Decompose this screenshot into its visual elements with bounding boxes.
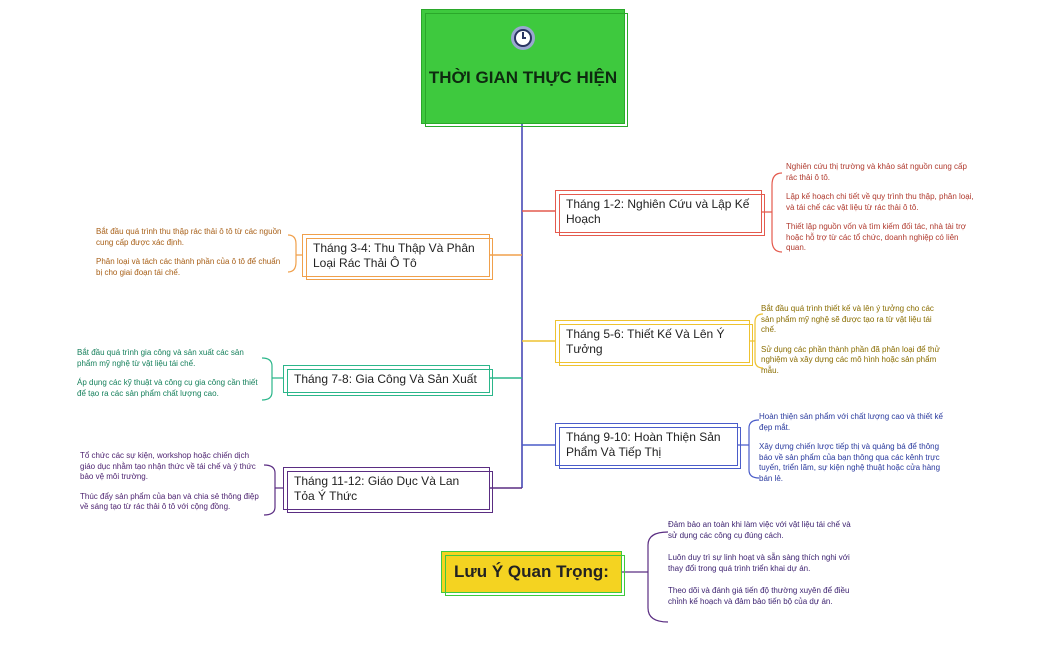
bracket-phase-6 bbox=[263, 464, 283, 516]
phase-6-label: Tháng 11-12: Giáo Dục Và Lan Tỏa Ý Thức bbox=[294, 473, 460, 503]
phase-1-note-2: Lập kế hoạch chi tiết về quy trình thu t… bbox=[786, 192, 974, 212]
important-label: Lưu Ý Quan Trọng: bbox=[454, 562, 609, 581]
clock-icon bbox=[511, 26, 535, 50]
phase-3-note-1: Bắt đầu quá trình thiết kế và lên ý tưởn… bbox=[761, 304, 934, 334]
central-title: THỜI GIAN THỰC HIỆN bbox=[428, 68, 618, 87]
important-note-1: Đảm bảo an toàn khi làm việc với vật liệ… bbox=[668, 520, 851, 540]
phase-3-notes: Bắt đầu quá trình thiết kế và lên ý tưởn… bbox=[761, 304, 949, 376]
phase-1-node[interactable]: Tháng 1-2: Nghiên Cứu và Lập Kế Hoạch bbox=[555, 190, 765, 236]
phase-4-note-2: Áp dụng các kỹ thuật và công cụ gia công… bbox=[77, 378, 258, 398]
phase-6-note-2: Thúc đẩy sản phẩm của bạn và chia sẻ thô… bbox=[80, 491, 259, 512]
phase-6-node[interactable]: Tháng 11-12: Giáo Dục Và Lan Tỏa Ý Thức bbox=[283, 467, 493, 513]
phase-6-notes: Tổ chức các sự kiện, workshop hoặc chiến… bbox=[80, 451, 266, 513]
important-notes: Đảm bảo an toàn khi làm việc với vật liệ… bbox=[668, 520, 858, 607]
phase-3-node[interactable]: Tháng 5-6: Thiết Kế Và Lên Ý Tưởng bbox=[555, 320, 753, 366]
bracket-phase-4 bbox=[261, 357, 283, 401]
phase-6-note-1: Tổ chức các sự kiện, workshop hoặc chiến… bbox=[80, 451, 256, 481]
phase-2-note-1: Bắt đầu quá trình thu thập rác thải ô tô… bbox=[96, 227, 282, 247]
phase-5-note-1: Hoàn thiện sản phẩm với chất lượng cao v… bbox=[759, 412, 943, 432]
phase-2-notes: Bắt đầu quá trình thu thập rác thải ô tô… bbox=[96, 227, 284, 278]
bracket-phase-1 bbox=[762, 172, 783, 253]
bracket-important bbox=[622, 531, 669, 623]
phase-5-label: Tháng 9-10: Hoàn Thiện Sản Phẩm Và Tiếp … bbox=[566, 429, 721, 459]
phase-2-node[interactable]: Tháng 3-4: Thu Thập Và Phân Loại Rác Thả… bbox=[302, 234, 493, 280]
phase-2-label: Tháng 3-4: Thu Thập Và Phân Loại Rác Thả… bbox=[313, 240, 475, 270]
phase-5-node[interactable]: Tháng 9-10: Hoàn Thiện Sản Phẩm Và Tiếp … bbox=[555, 423, 741, 469]
phase-1-notes: Nghiên cứu thị trường và khảo sát nguồn … bbox=[786, 162, 976, 254]
phase-1-note-1: Nghiên cứu thị trường và khảo sát nguồn … bbox=[786, 162, 967, 182]
bracket-phase-2 bbox=[287, 234, 302, 273]
phase-5-note-2: Xây dựng chiến lược tiếp thị và quảng bá… bbox=[759, 442, 941, 483]
phase-1-label: Tháng 1-2: Nghiên Cứu và Lập Kế Hoạch bbox=[566, 196, 750, 226]
bracket-phase-3 bbox=[750, 313, 764, 369]
important-node[interactable]: Lưu Ý Quan Trọng: bbox=[441, 551, 625, 596]
important-note-3: Theo dõi và đánh giá tiến độ thường xuyê… bbox=[668, 586, 850, 606]
phase-3-note-2: Sử dụng các phần thành phần đã phân loại… bbox=[761, 344, 940, 375]
phase-2-note-2: Phân loại và tách các thành phần của ô t… bbox=[96, 257, 281, 277]
important-note-2: Luôn duy trì sự linh hoạt và sẵn sàng th… bbox=[668, 553, 850, 573]
phase-1-note-3: Thiết lập nguồn vốn và tìm kiếm đối tác,… bbox=[786, 222, 967, 252]
bracket-phase-5 bbox=[738, 419, 760, 479]
central-title-node[interactable]: THỜI GIAN THỰC HIỆN bbox=[421, 9, 628, 127]
phase-4-note-1: Bắt đầu quá trình gia công và sản xuất c… bbox=[77, 348, 244, 368]
phase-4-node[interactable]: Tháng 7-8: Gia Công Và Sản Xuất bbox=[283, 365, 493, 396]
phase-4-label: Tháng 7-8: Gia Công Và Sản Xuất bbox=[294, 371, 477, 386]
phase-3-label: Tháng 5-6: Thiết Kế Và Lên Ý Tưởng bbox=[566, 326, 725, 356]
phase-5-notes: Hoàn thiện sản phẩm với chất lượng cao v… bbox=[759, 412, 949, 484]
phase-4-notes: Bắt đầu quá trình gia công và sản xuất c… bbox=[77, 348, 262, 399]
